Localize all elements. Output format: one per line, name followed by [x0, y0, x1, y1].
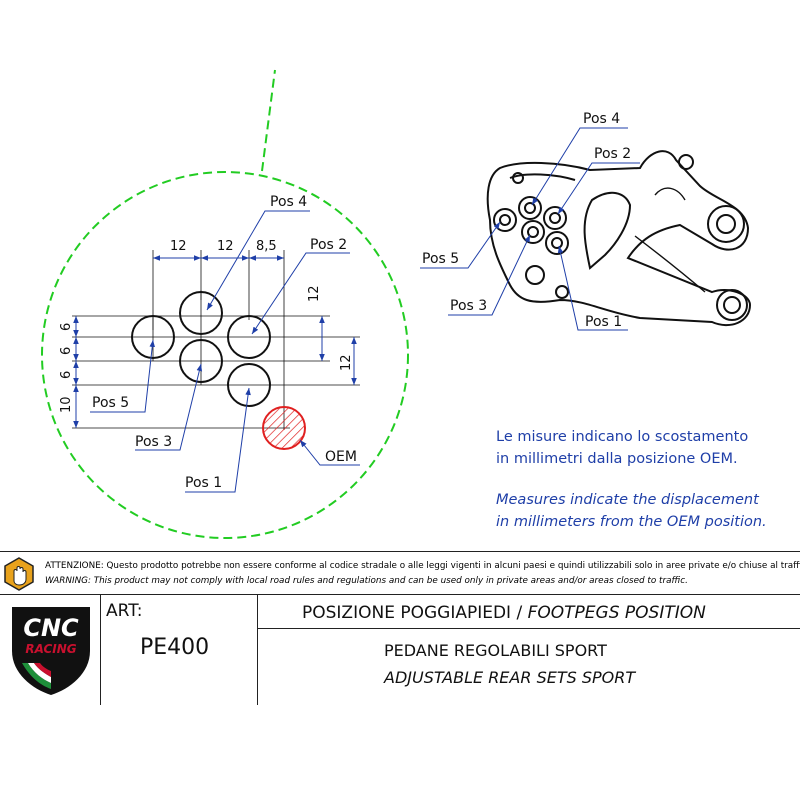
- warning-text-it: ATTENZIONE: Questo prodotto potrebbe non…: [45, 561, 800, 571]
- label-pos-4: Pos 4: [270, 194, 307, 210]
- technical-drawing: 12 12 8,5 12 12 6 6 6 10 Pos 4 Pos 2 Pos…: [41, 69, 752, 539]
- art-number: PE400: [140, 635, 210, 660]
- dim-text: 6: [59, 323, 74, 331]
- dim-text: 6: [59, 347, 74, 355]
- note-it-line-2: in millimetri dalla posizione OEM.: [496, 451, 738, 467]
- note-it-line-1: Le misure indicano lo scostamento: [496, 429, 749, 445]
- label-pos-5: Pos 5: [92, 395, 129, 411]
- dim-text: 8,5: [256, 239, 277, 254]
- dim-text: 12: [339, 354, 354, 371]
- hand-stop-icon: [4, 557, 34, 591]
- warning-text-en: WARNING: This product may not comply wit…: [45, 576, 688, 586]
- logo-text-racing: RACING: [25, 642, 76, 656]
- bracket-hole-pos-5: [493, 208, 517, 232]
- cnc-racing-logo: CNC RACING: [12, 607, 90, 695]
- bracket-outline: [486, 150, 752, 327]
- art-label: ART:: [106, 601, 143, 621]
- logo-text-cnc: CNC: [23, 614, 79, 642]
- label-oem: OEM: [325, 449, 357, 465]
- dim-text: 10: [59, 396, 74, 413]
- label-pos-3: Pos 3: [135, 434, 172, 450]
- hole-pos-4: [179, 291, 223, 335]
- dim-text: 12: [170, 239, 187, 254]
- note-en-line-1: Measures indicate the displacement: [496, 492, 759, 508]
- detail-boundary-circle: [41, 171, 409, 539]
- hole-pos-5: [131, 315, 175, 359]
- bracket-label-pos-3: Pos 3: [450, 298, 487, 314]
- bracket-hole-pos-2: [543, 206, 567, 230]
- dim-text: 6: [59, 371, 74, 379]
- title-italian: POSIZIONE POGGIAPIEDI /: [302, 603, 523, 623]
- bracket-hole-pos-4: [518, 196, 542, 220]
- footpeg-bracket: [486, 150, 752, 327]
- bracket-hole-pos-1: [545, 231, 569, 255]
- label-pos-2: Pos 2: [310, 237, 347, 253]
- hole-oem: [262, 406, 306, 450]
- subtitle-italian: PEDANE REGOLABILI SPORT: [384, 641, 607, 660]
- label-pos-1: Pos 1: [185, 475, 222, 491]
- bracket-label-pos-4: Pos 4: [583, 111, 620, 127]
- warning-bar: ATTENZIONE: Questo prodotto potrebbe non…: [0, 551, 800, 595]
- bracket-label-pos-5: Pos 5: [422, 251, 459, 267]
- hole-pos-1: [227, 363, 271, 407]
- note-english: Measures indicate the displacement in mi…: [496, 489, 767, 533]
- hole-pos-3: [179, 339, 223, 383]
- title-row: POSIZIONE POGGIAPIEDI / FOOTPEGS POSITIO…: [302, 603, 706, 623]
- note-italian: Le misure indicano lo scostamento in mil…: [496, 426, 748, 470]
- detail-leader-line: [261, 69, 276, 172]
- hole-pos-2: [227, 315, 271, 359]
- title-block: CNC RACING ART: PE400 POSIZIONE POGGIAPI…: [0, 595, 800, 705]
- dim-text: 12: [307, 285, 322, 302]
- note-en-line-2: in millimeters from the OEM position.: [496, 514, 767, 530]
- detail-view: 12 12 8,5 12 12 6 6 6 10 Pos 4 Pos 2 Pos…: [41, 69, 409, 539]
- bracket-label-pos-1: Pos 1: [585, 314, 622, 330]
- dim-text: 12: [217, 239, 234, 254]
- bracket-hole-pos-3: [521, 220, 545, 244]
- subtitle-english: ADJUSTABLE REAR SETS SPORT: [384, 668, 636, 687]
- bracket-label-pos-2: Pos 2: [594, 146, 631, 162]
- title-english: FOOTPEGS POSITION: [527, 603, 706, 623]
